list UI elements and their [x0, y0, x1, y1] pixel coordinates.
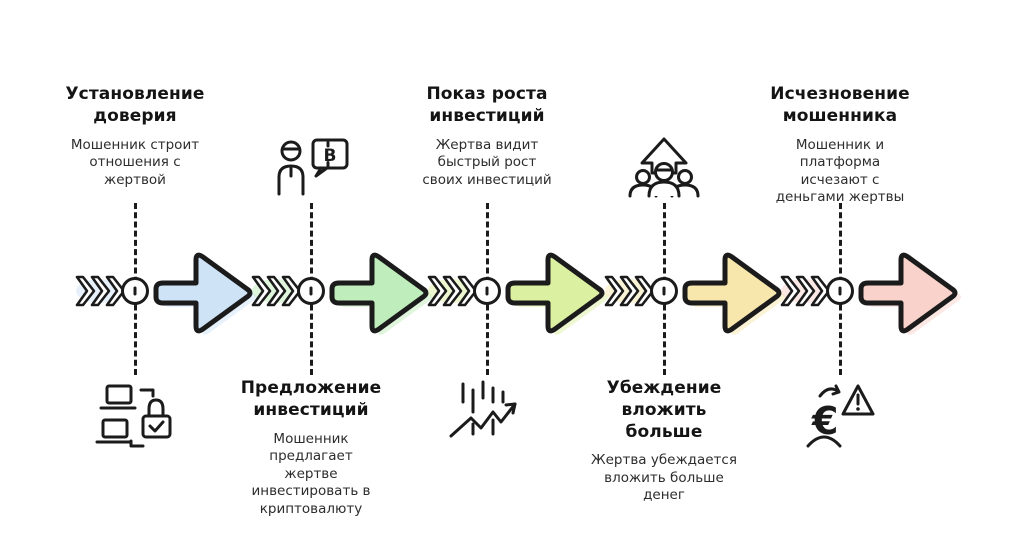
- stage-2-title: Предложение инвестиций: [240, 378, 382, 420]
- stage-1-icon-area: [40, 378, 230, 454]
- stage-4-title: Убеждение вложить больше: [606, 378, 722, 442]
- stage-1-title: Установление доверия: [65, 84, 205, 126]
- timeline-node: [297, 277, 325, 305]
- stage-5-description: Мошенник и платформа исчезают с деньгами…: [775, 136, 905, 206]
- stage-4-description: Жертва убеждается вложить больше денег: [591, 452, 737, 504]
- bitcoin-symbol: B: [324, 146, 337, 166]
- stage-4-header: Убеждение вложить больше Жертва убеждает…: [569, 378, 759, 505]
- timeline-node: [650, 277, 678, 305]
- chevrons-icon: [604, 275, 655, 307]
- chevrons-icon: [251, 275, 302, 307]
- chevrons-icon: [75, 275, 126, 307]
- timeline-node: [826, 277, 854, 305]
- chevrons-icon: [780, 275, 831, 307]
- chevrons-icon: [427, 275, 478, 307]
- stage-2-icon-area: B: [216, 84, 406, 202]
- laptops-lock-icon: [95, 384, 172, 448]
- arrow-shape: [682, 252, 782, 334]
- growth-chart-icon: [449, 380, 517, 438]
- person-bitcoin-speech-icon: B: [277, 138, 349, 196]
- flow-arrow-icon: [858, 252, 961, 335]
- arrow-shape: [505, 252, 605, 334]
- flow-arrow-icon: [682, 252, 785, 335]
- stage-4-icon-area: [569, 84, 759, 202]
- flow-arrow-icon: [505, 252, 608, 335]
- flow-arrow-icon: [153, 252, 256, 335]
- stage-2-header: Предложение инвестиций Мошенник предлага…: [216, 378, 406, 518]
- stage-3-header: Показ роста инвестиций Жертва видит быст…: [392, 84, 582, 202]
- stage-3-description: Жертва видит быстрый рост своих инвестиц…: [422, 136, 552, 188]
- stage-5-title: Исчезновение мошенника: [770, 84, 910, 126]
- stage-2-description: Мошенник предлагает жертве инвестировать…: [251, 430, 371, 517]
- people-up-arrow-icon: [628, 137, 700, 198]
- stage-1-header: Установление доверия Мошенник строит отн…: [40, 84, 230, 202]
- stage-5-header: Исчезновение мошенника Мошенник и платфо…: [745, 84, 935, 205]
- arrow-shape: [858, 252, 958, 334]
- timeline-node: [121, 277, 149, 305]
- stage-3-title: Показ роста инвестиций: [426, 84, 548, 126]
- timeline-node: [473, 277, 501, 305]
- stage-1-description: Мошенник строит отношения с жертвой: [70, 136, 200, 188]
- stage-5-icon-area: €: [745, 378, 935, 450]
- flow-arrow-icon: [329, 252, 432, 335]
- arrow-shape: [329, 252, 429, 334]
- stage-3-icon-area: [392, 378, 582, 450]
- arrow-shape: [153, 252, 253, 334]
- euro-warning-icon: €: [806, 384, 875, 448]
